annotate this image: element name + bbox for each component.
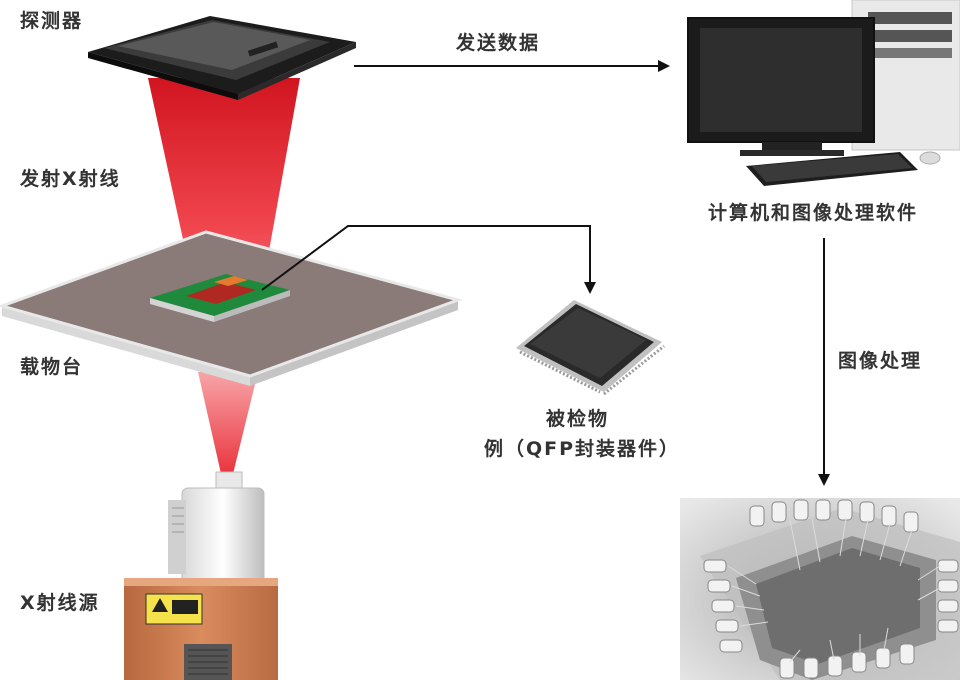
send-data-label: 发送数据: [456, 32, 541, 54]
desktop-computer-icon: [687, 0, 960, 186]
image-processing-label: 图像处理: [838, 350, 923, 372]
xray-tube-icon: [124, 471, 278, 680]
emit-xray-label: 发射X射线: [20, 168, 121, 190]
sample-leader-line: [261, 225, 596, 294]
qfp-chip-icon: [516, 300, 665, 396]
computer-label: 计算机和图像处理软件: [708, 202, 919, 224]
xray-beam-lower: [198, 372, 258, 478]
xray-beam-upper: [148, 78, 300, 290]
xray-source-label: X射线源: [20, 592, 100, 614]
sample-label-line1: 被检物: [546, 408, 610, 430]
xray-chip-image: [680, 498, 960, 680]
sample-label-line2: 例（QFP封装器件）: [484, 438, 681, 460]
flat-panel-detector-icon: [88, 16, 356, 100]
stage-label: 载物台: [20, 356, 84, 378]
detector-label: 探测器: [20, 10, 84, 32]
sample-board: [150, 274, 290, 322]
